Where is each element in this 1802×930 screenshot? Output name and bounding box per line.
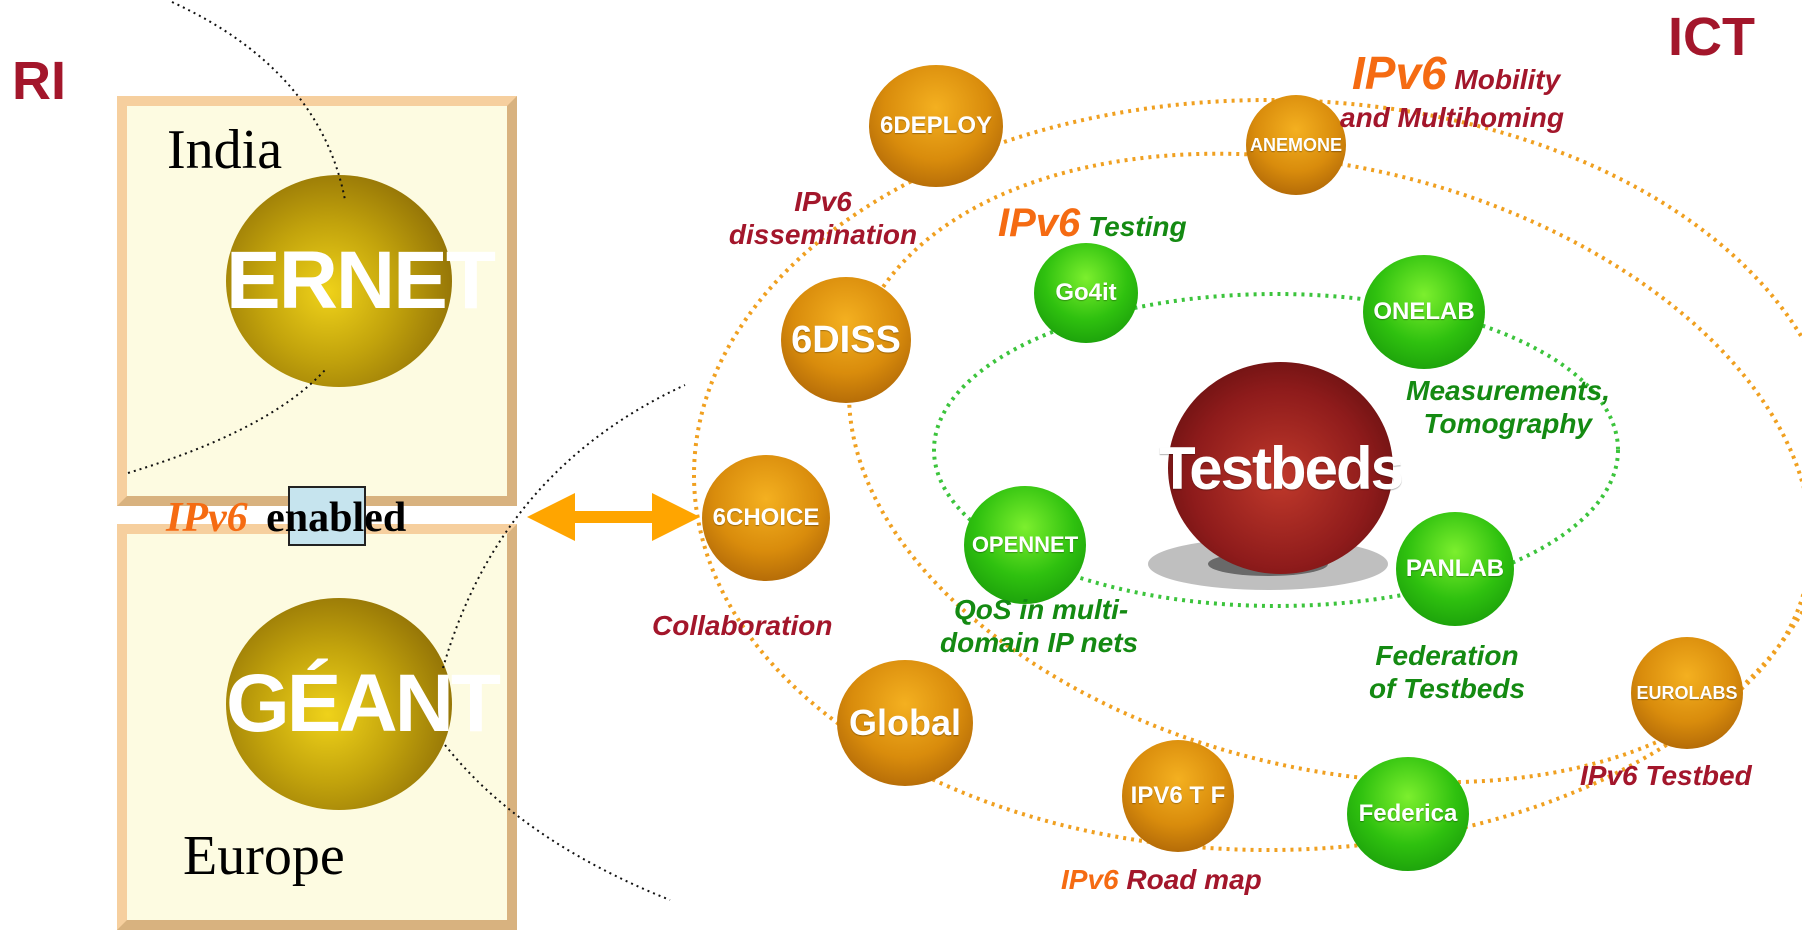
node-global: Global <box>837 660 973 786</box>
ipv6-testbed-label: IPv6 Testbed <box>1580 760 1752 791</box>
mobility-label: IPv6 Mobility and Multihoming <box>1340 46 1564 135</box>
node-6choice-label: 6CHOICE <box>712 504 820 531</box>
federation-label: Federation of Testbeds <box>1352 640 1542 706</box>
roadmap-label: IPv6 Road map <box>1061 864 1262 897</box>
node-opennet: OPENNET <box>964 486 1086 604</box>
node-federica-label: Federica <box>1358 800 1458 827</box>
ernet-sphere: ERNET <box>226 175 496 387</box>
highlight-box <box>288 486 366 546</box>
india-label: India <box>167 119 283 181</box>
testing-text: Testing <box>1088 211 1187 242</box>
node-go4it: Go4it <box>1034 243 1138 343</box>
node-global-label: Global <box>848 702 961 743</box>
node-anemone-label: ANEMONE <box>1249 134 1342 155</box>
europe-curve-bottom <box>444 744 671 901</box>
node-6diss-label: 6DISS <box>791 318 901 361</box>
node-6diss: 6DISS <box>781 277 911 403</box>
federation-line2: of Testbeds <box>1368 672 1526 704</box>
testbeds-label: Testbeds <box>1159 434 1404 502</box>
testbeds-sphere: Testbeds <box>1159 362 1404 574</box>
measurements-label: Measurements, Tomography <box>1370 375 1610 441</box>
measurements-line2: Tomography <box>1423 407 1592 439</box>
qos-line2: domain IP nets <box>940 626 1139 658</box>
dissemination-label: IPv6 dissemination <box>711 186 935 252</box>
mobility-ipv6: IPv6 <box>1352 47 1447 99</box>
europe-curve-top <box>442 384 686 669</box>
double-arrow <box>527 493 700 541</box>
collaboration-label: Collaboration <box>652 610 833 641</box>
node-6deploy-label: 6DEPLOY <box>879 112 993 139</box>
dissemination-line2: dissemination <box>728 218 918 250</box>
node-panlab: PANLAB <box>1396 512 1514 626</box>
inner-orbit <box>932 292 1620 608</box>
measurements-line1: Measurements, <box>1406 375 1610 406</box>
mobility-line1: Mobility <box>1454 64 1561 95</box>
testing-ipv6: IPv6 <box>998 201 1081 245</box>
testing-label: IPv6 Testing <box>998 200 1187 247</box>
node-ipv6tf: IPV6 T F <box>1122 740 1234 852</box>
node-panlab-label: PANLAB <box>1405 555 1505 582</box>
node-federica: Federica <box>1347 757 1469 871</box>
node-opennet-label: OPENNET <box>971 532 1079 557</box>
node-onelab: ONELAB <box>1363 255 1485 369</box>
node-anemone: ANEMONE <box>1246 95 1346 195</box>
node-onelab-label: ONELAB <box>1373 298 1475 325</box>
node-6choice: 6CHOICE <box>702 455 830 581</box>
roadmap-text: Road map <box>1126 864 1262 895</box>
india-curve-top <box>171 1 346 201</box>
ict-label: ICT <box>1668 7 1755 67</box>
roadmap-ipv6: IPv6 <box>1061 864 1119 895</box>
outer-orbit <box>692 98 1802 852</box>
node-go4it-label: Go4it <box>1055 279 1117 306</box>
qos-line1: QoS in multi- <box>954 594 1129 625</box>
node-6deploy: 6DEPLOY <box>869 65 1003 187</box>
ri-label: RI <box>12 51 66 111</box>
node-ipv6tf-label: IPV6 T F <box>1130 782 1226 809</box>
ipv6-enabled-label: IPv6 enabled <box>166 494 406 542</box>
federation-line1: Federation <box>1375 640 1519 671</box>
india-curve-bottom <box>127 369 326 474</box>
ipv6-text: IPv6 <box>166 495 248 541</box>
mobility-line2: and Multihoming <box>1340 102 1564 134</box>
europe-label: Europe <box>183 825 345 887</box>
qos-label: QoS in multi- domain IP nets <box>940 594 1138 660</box>
node-eurolabs-label: EUROLABS <box>1636 682 1738 703</box>
enabled-text: enabled <box>266 495 407 541</box>
dissemination-line1: IPv6 <box>794 186 852 217</box>
node-eurolabs: EUROLABS <box>1631 637 1743 749</box>
ernet-label: ERNET <box>226 235 496 326</box>
